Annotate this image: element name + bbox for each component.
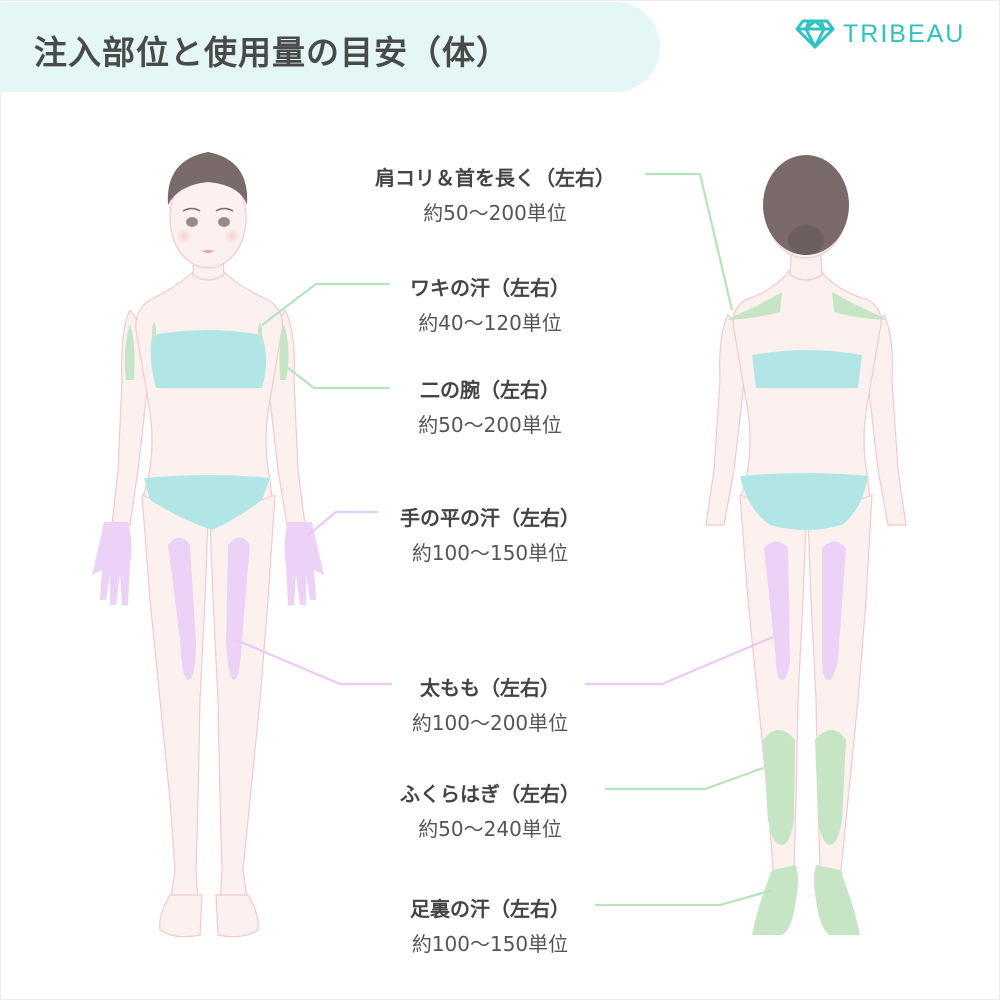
bottom-front (144, 475, 270, 530)
region-amount: 約50〜200単位 (418, 413, 562, 437)
top-back (752, 350, 862, 388)
region-name: ふくらはぎ（左右） (400, 782, 580, 806)
region-amount: 約100〜200単位 (411, 711, 569, 735)
back-green-zones (727, 292, 886, 935)
front-view-body (111, 167, 306, 938)
region-name: 肩コリ＆首を長く（左右） (375, 166, 615, 190)
logo-text: TRIBEAU (843, 19, 966, 48)
label-underarm-sweat: ワキの汗（左右） 約40〜120単位 (380, 272, 600, 336)
line-thigh-back (585, 635, 774, 686)
page-title: 注入部位と使用量の目安（体） (34, 33, 510, 72)
line-thigh-front (235, 638, 392, 686)
line-palm (307, 510, 378, 536)
line-upper-arm (287, 367, 390, 390)
label-thigh: 太もも（左右） 約100〜200単位 (380, 672, 600, 736)
region-amount: 約50〜240単位 (418, 817, 562, 841)
line-calf (605, 766, 764, 791)
region-amount: 約50〜200単位 (423, 201, 567, 225)
label-calf: ふくらはぎ（左右） 約50〜240単位 (380, 778, 600, 842)
front-purple-zones (92, 522, 324, 680)
label-sole-sweat: 足裏の汗（左右） 約100〜150単位 (380, 893, 600, 957)
region-name: ワキの汗（左右） (410, 276, 570, 300)
top-front (150, 330, 266, 388)
line-sole (595, 888, 774, 907)
region-name: 足裏の汗（左右） (410, 897, 570, 921)
hair-back (763, 155, 849, 255)
region-name: 太もも（左右） (420, 676, 560, 700)
brand-logo: TRIBEAU (795, 18, 965, 50)
region-name: 手の平の汗（左右） (400, 506, 580, 530)
front-green-zones (124, 322, 289, 380)
label-palm-sweat: 手の平の汗（左右） 約100〜150単位 (380, 502, 600, 566)
leader-lines (235, 172, 774, 907)
region-amount: 約100〜150単位 (411, 932, 569, 956)
region-amount: 約40〜120単位 (418, 311, 562, 335)
region-amount: 約100〜150単位 (411, 541, 569, 565)
hair (167, 152, 248, 205)
label-shoulder-neck: 肩コリ＆首を長く（左右） 約50〜200単位 (355, 162, 635, 226)
title-banner: 注入部位と使用量の目安（体） (0, 2, 660, 92)
back-purple-zones (764, 541, 846, 680)
diamond-icon (795, 19, 835, 49)
line-shoulder (645, 172, 734, 311)
line-underarm (261, 282, 390, 326)
region-name: 二の腕（左右） (420, 378, 560, 402)
bottom-back (740, 473, 868, 530)
label-upper-arm: 二の腕（左右） 約50〜200単位 (380, 374, 600, 438)
face (176, 207, 240, 253)
